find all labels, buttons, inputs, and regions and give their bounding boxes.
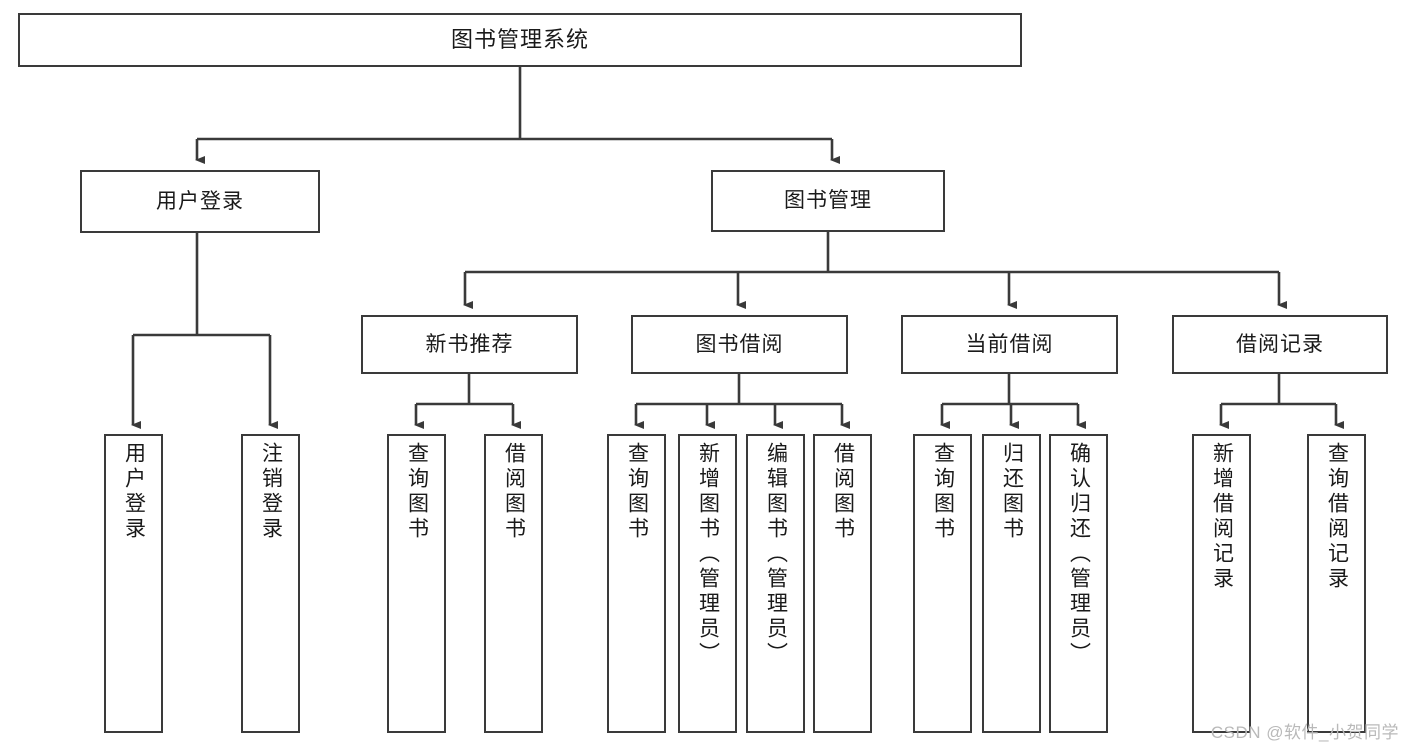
leaf-current-borrow-confirm-return[interactable]: 确认归还（管理员） xyxy=(1049,434,1108,733)
leaf-new-book-query[interactable]: 查询图书 xyxy=(387,434,446,733)
leaf-book-borrow-query[interactable]: 查询图书 xyxy=(607,434,666,733)
node-root-system[interactable]: 图书管理系统 xyxy=(18,13,1022,67)
leaf-label: 借阅图书 xyxy=(831,442,855,542)
leaf-user-login-logout[interactable]: 注销登录 xyxy=(241,434,300,733)
leaf-new-book-borrow[interactable]: 借阅图书 xyxy=(484,434,543,733)
leaf-borrow-record-add[interactable]: 新增借阅记录 xyxy=(1192,434,1251,733)
leaf-label: 新增图书（管理员） xyxy=(696,442,720,667)
node-new-book-recommend[interactable]: 新书推荐 xyxy=(361,315,578,374)
leaf-label: 借阅图书 xyxy=(502,442,526,542)
node-book-management[interactable]: 图书管理 xyxy=(711,170,945,232)
leaf-label: 查询借阅记录 xyxy=(1325,442,1349,592)
leaf-current-borrow-return[interactable]: 归还图书 xyxy=(982,434,1041,733)
leaf-user-login-login[interactable]: 用户登录 xyxy=(104,434,163,733)
leaf-label: 用户登录 xyxy=(122,442,146,542)
leaf-current-borrow-query[interactable]: 查询图书 xyxy=(913,434,972,733)
node-book-borrow[interactable]: 图书借阅 xyxy=(631,315,848,374)
leaf-book-borrow-borrow[interactable]: 借阅图书 xyxy=(813,434,872,733)
leaf-borrow-record-query[interactable]: 查询借阅记录 xyxy=(1307,434,1366,733)
leaf-book-borrow-edit[interactable]: 编辑图书（管理员） xyxy=(746,434,805,733)
leaf-label: 查询图书 xyxy=(405,442,429,542)
node-user-login[interactable]: 用户登录 xyxy=(80,170,320,233)
node-current-borrow[interactable]: 当前借阅 xyxy=(901,315,1118,374)
leaf-label: 查询图书 xyxy=(931,442,955,542)
leaf-label: 编辑图书（管理员） xyxy=(764,442,788,667)
leaf-label: 注销登录 xyxy=(259,442,283,542)
leaf-book-borrow-add[interactable]: 新增图书（管理员） xyxy=(678,434,737,733)
leaf-label: 确认归还（管理员） xyxy=(1067,442,1091,667)
node-borrow-record[interactable]: 借阅记录 xyxy=(1172,315,1388,374)
leaf-label: 新增借阅记录 xyxy=(1210,442,1234,592)
leaf-label: 归还图书 xyxy=(1000,442,1024,542)
leaf-label: 查询图书 xyxy=(625,442,649,542)
